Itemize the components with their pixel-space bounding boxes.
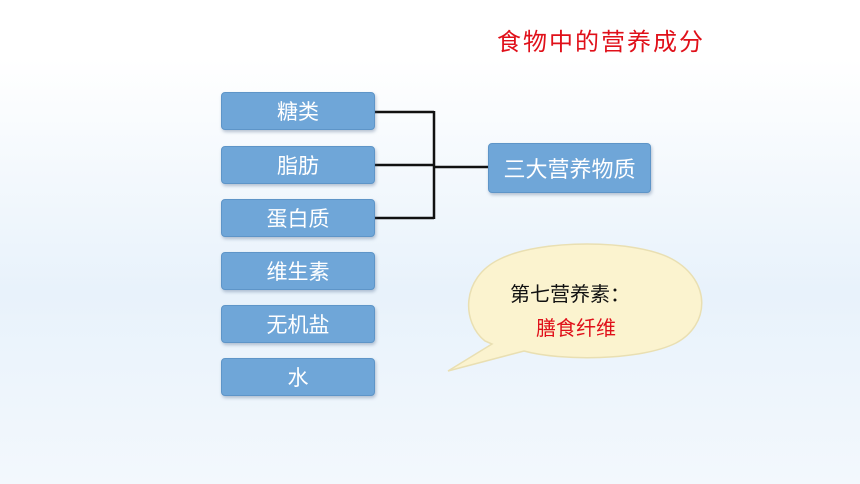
nutrient-box-mineral: 无机盐	[221, 305, 375, 343]
nutrient-box-fat: 脂肪	[221, 146, 375, 184]
page-title: 食物中的营养成分	[497, 28, 705, 56]
summary-box: 三大营养物质	[488, 143, 651, 193]
speech-bubble	[447, 243, 703, 372]
nutrient-box-protein: 蛋白质	[221, 199, 375, 237]
callout-text: 第七营养素： 膳食纤维	[510, 278, 630, 341]
nutrient-box-carbohydrate: 糖类	[221, 92, 375, 130]
callout-line2: 膳食纤维	[536, 316, 616, 340]
nutrient-box-water: 水	[221, 358, 375, 396]
nutrient-box-vitamin: 维生素	[221, 252, 375, 290]
callout-line1: 第七营养素：	[510, 282, 630, 306]
